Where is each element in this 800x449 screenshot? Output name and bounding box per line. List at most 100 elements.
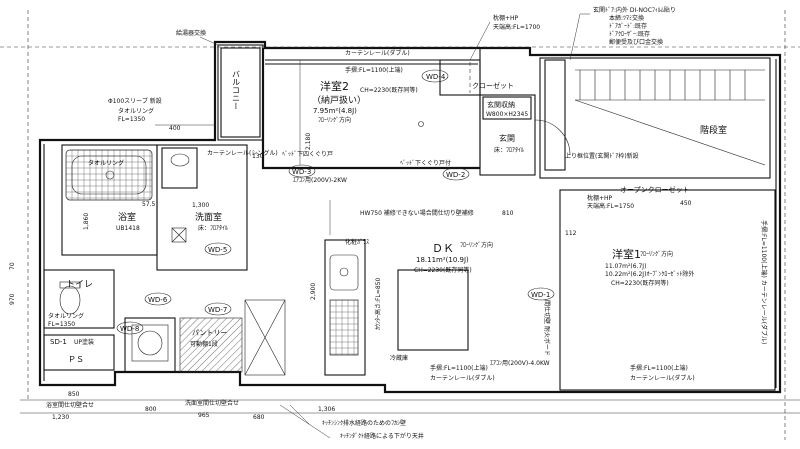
- pipe-new-note: Φ100スリーブ 新設: [108, 97, 162, 105]
- dim-575: 57.5: [142, 201, 156, 208]
- pipe-hp-fl: 天端高:FL=1700: [493, 23, 540, 31]
- bath-partition: 浴室間仕切壁合せ: [46, 401, 94, 409]
- ps-label: ＰＳ: [68, 355, 84, 364]
- dim-850: 850: [68, 391, 80, 398]
- balcony: バルコニー: [217, 44, 264, 141]
- door-tags-left: WD-5 WD-6 WD-7 WD-3 WD-2 WD-8: [116, 164, 470, 335]
- western-room-2: 洋室2 （納戸扱い） 7.95m²(4.8J) ﾌﾛｰﾘﾝｸﾞ方向 CH=223…: [261, 48, 481, 170]
- western2-floor: ﾌﾛｰﾘﾝｸﾞ方向: [318, 116, 351, 124]
- exterior-walls: [38, 40, 782, 394]
- closet-area: クローゼット WD-4: [421, 59, 514, 96]
- kitchen: ｶｳﾝﾀｰ高さ:FL=850 2,900 化粧ｶﾞﾗｽ: [310, 238, 382, 376]
- closet-label: クローゼット: [472, 81, 514, 90]
- dim-2900: 2,900: [310, 283, 317, 300]
- beam-note-2: ﾍﾞｯﾄﾞ下くぐり戸付: [400, 159, 451, 167]
- door-note-5: 郵便受及び口金交換: [609, 38, 663, 46]
- entrance-label: 玄関: [499, 133, 515, 143]
- western-room-1: オープンクローゼット 枕棚+HP 天端高:FL=1750 洋室1 ﾌﾛｰﾘﾝｸﾞ…: [527, 185, 776, 391]
- dim-112: 112: [565, 230, 577, 237]
- water-heater-note: 給湯器交換: [176, 29, 206, 37]
- dk-label: ＤＫ: [432, 242, 454, 255]
- towel-ring-top: タオルリング: [118, 107, 154, 115]
- kitchen-drain-note: ｷｯﾁﾝｼﾝｸ排水経路のためのﾌｶｼ壁: [322, 419, 406, 427]
- balcony-label: バルコニー: [232, 70, 241, 110]
- tag-wd5: WD-5: [208, 246, 227, 254]
- entrance-storage-size: W800×H2345: [486, 111, 528, 118]
- tag-wd1: WD-1: [531, 291, 550, 299]
- kitchen-height: ｶｳﾝﾀｰ高さ:FL=850: [374, 278, 382, 330]
- western2-name: 洋室2: [320, 79, 349, 93]
- handrail-w1: 手摺:FL=1100(上端): [630, 364, 688, 372]
- tag-wd7: WD-7: [208, 306, 227, 314]
- dim-1860: 1,860: [83, 213, 90, 230]
- curtain-dk: カーテンレール(ダブル): [430, 374, 495, 382]
- western1-ch: CH=2230(既存同等): [611, 279, 669, 287]
- num-130: 130: [252, 153, 264, 160]
- bath-label: 浴室: [118, 211, 136, 223]
- curtain-side: 手摺:FL=1100(上端) カーテンレール(ダブル): [760, 220, 768, 344]
- dk-area: 18.11m²(10.9J): [416, 256, 469, 264]
- fl1750: 天端高:FL=1750: [587, 202, 634, 210]
- dining-kitchen: ＤＫ 18.11m²(10.9J) CH=2230(既存同等) ﾌﾛｰﾘﾝｸﾞ方…: [390, 241, 550, 382]
- stair-label: 階段室: [700, 124, 727, 136]
- entrance-storage: 玄関収納: [487, 100, 515, 109]
- dim-2180: 2,180: [305, 133, 312, 150]
- tag-wd6: WD-6: [148, 296, 168, 304]
- pipe-hp: 枕棚+HP: [493, 14, 519, 22]
- fl1350-a: FL=1350: [118, 116, 145, 123]
- ac-2kw: ｴｱｺﾝ用(200V)-2KW: [293, 177, 347, 184]
- pantry-sub: 可動棚1段: [190, 340, 218, 348]
- door-notes: 玄関ﾄﾞｱ:内外 DI-NOCﾌｨﾙﾑ貼り 本締:ﾂﾏﾐ交換 ﾄﾞｱｶﾞｰﾄﾞ:…: [469, 6, 676, 61]
- fl1350-b: FL=1350: [48, 321, 75, 328]
- entrance-floor: 床：ﾌﾛｱﾀｲﾙ: [494, 146, 524, 154]
- dim-70: 70: [9, 262, 16, 270]
- tag-wd3: WD-3: [292, 168, 311, 176]
- bath-sub: UB1418: [116, 225, 140, 232]
- toilet-label: トイレ: [66, 280, 93, 290]
- middle-notes: ﾍﾞｯﾄﾞ下四くぐり戸 ﾍﾞｯﾄﾞ下くぐり戸付 ｴｱｺﾝ用(200V)-2KW …: [282, 151, 577, 237]
- bathroom: 浴室 UB1418 タオルリング 1,860 57.5: [61, 144, 158, 256]
- ac-4kw: ｴｱｺﾝ用(200V)-4.0KW: [490, 360, 550, 367]
- dk-ch: CH=2230(既存同等): [414, 266, 472, 274]
- dim-450: 450: [680, 200, 692, 207]
- dim-800: 800: [145, 406, 157, 413]
- dk-floor: ﾌﾛｰﾘﾝｸﾞ方向: [460, 241, 493, 249]
- grid-lines: [0, 10, 800, 440]
- ps-area: SD-1 UP塗装 ＰＳ: [43, 334, 115, 371]
- stair-room: 階段室: [539, 57, 771, 179]
- towel-ring-2: タオルリング: [48, 312, 84, 320]
- western2-area: 7.95m²(4.8J): [313, 107, 357, 115]
- tag-wd8: WD-8: [120, 325, 139, 333]
- beam-note-3: HW750 補修できない場合間仕切り壁補修: [360, 209, 474, 217]
- fridge-label: 冷蔵庫: [390, 354, 408, 362]
- washroom-label: 洗面室: [195, 211, 222, 223]
- dim-970: 970: [9, 293, 16, 305]
- door-note-3: ﾄﾞｱｶﾞｰﾄﾞ:既存: [609, 22, 647, 30]
- pantry-label: パントリー: [192, 329, 227, 337]
- washroom: 洗面室 床：ﾌﾛｱﾀｲﾙ 1,300 カーテンレール(シングル) 130: [156, 144, 278, 271]
- washroom-floor: 床：ﾌﾛｱﾀｲﾙ: [198, 224, 228, 232]
- duct-ceiling-note: ｷｯﾁﾝﾀﾞｸﾄ経路による下がり天井: [340, 432, 424, 440]
- dim-965: 965: [198, 412, 210, 419]
- pantry: パントリー 可動棚1段: [124, 299, 286, 376]
- pipe-hp-2: 枕棚+HP: [587, 194, 613, 202]
- door-note-2: 本締:ﾂﾏﾐ交換: [609, 14, 644, 22]
- door-note-4: ﾄﾞｱｸﾛｰｻﾞｰ:既存: [609, 30, 650, 38]
- wash-partition: 洗面室間仕切壁合せ: [185, 399, 239, 407]
- curtain-single: カーテンレール(シングル): [207, 149, 278, 157]
- towel-ring-1: タオルリング: [88, 159, 124, 167]
- western1-area2: 10.22m²(6.2J)ｵｰﾌﾟﾝｸﾛｰｾﾞｯﾄ除外: [605, 270, 694, 278]
- partition-note: 間仕切壁 耐火ボード: [543, 300, 551, 356]
- handrail-dk: 手摺:FL=1100(上端): [430, 364, 488, 372]
- curtain-note-top: 手摺:FL=1100(上端): [345, 66, 403, 74]
- tag-wd2: WD-2: [446, 171, 465, 179]
- dk-glass: 化粧ｶﾞﾗｽ: [345, 238, 369, 246]
- curtain-double-top: カーテンレール(ダブル): [345, 49, 410, 57]
- entrance-area: 玄関収納 W800×H2345 玄関 床：ﾌﾛｱﾀｲﾙ 上り框位置(玄関ﾄﾞｱ枠…: [479, 94, 639, 176]
- num-400: 400: [169, 125, 181, 132]
- door-note-1: 玄関ﾄﾞｱ:内外 DI-NOCﾌｨﾙﾑ貼り: [593, 6, 676, 14]
- step-note: 上り框位置(玄関ﾄﾞｱ枠)新設: [565, 152, 639, 160]
- sd-sub: UP塗装: [74, 338, 94, 346]
- curtain-w1: カーテンレール(ダブル): [630, 374, 695, 382]
